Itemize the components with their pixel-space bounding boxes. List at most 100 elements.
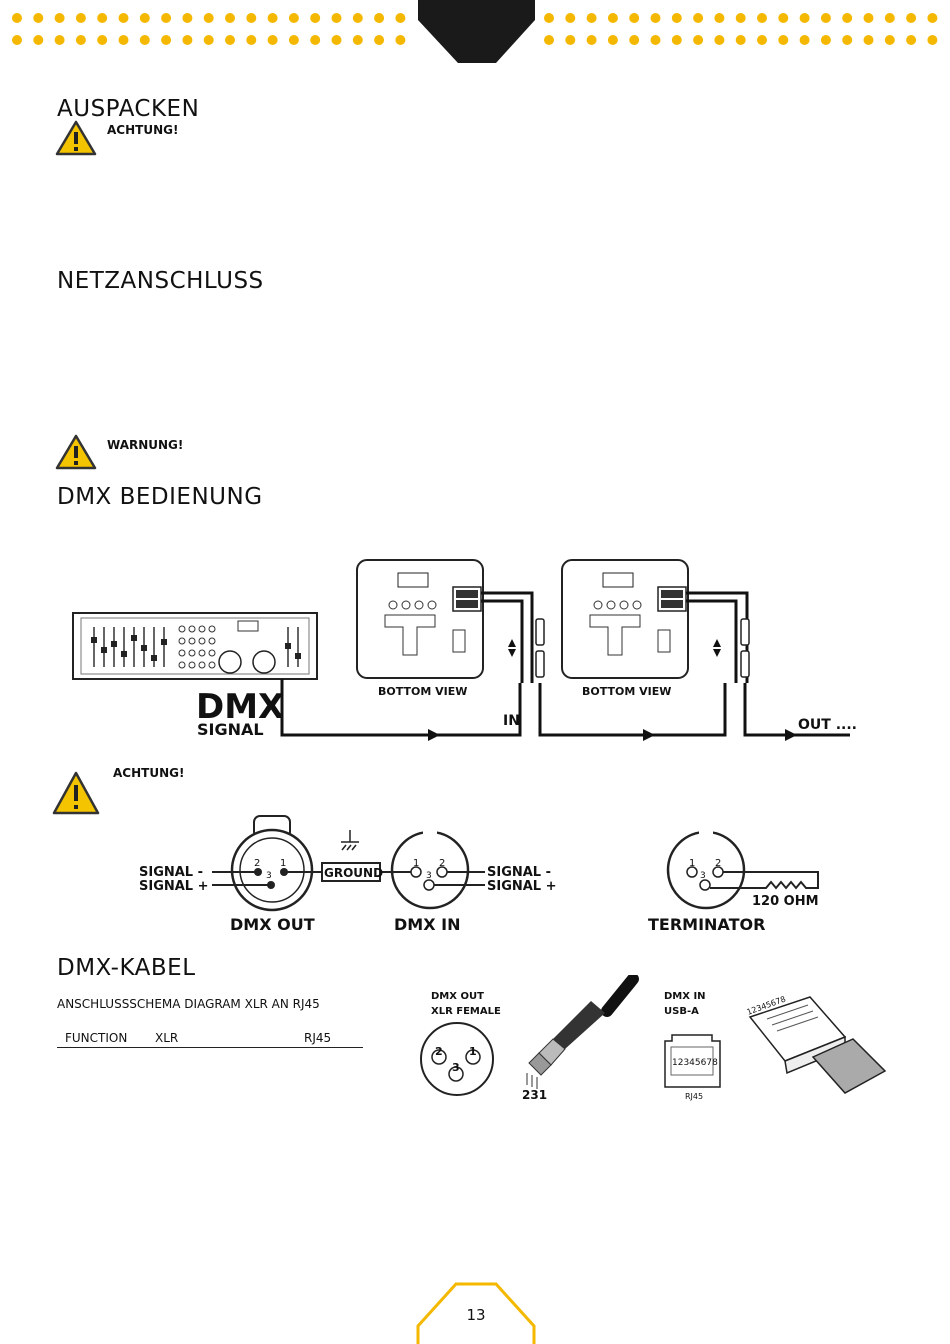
decorative-dot bbox=[671, 35, 682, 45]
fixture-illustration-1 bbox=[356, 559, 484, 679]
decorative-dot bbox=[884, 35, 895, 45]
warning-label-dmx: ACHTUNG! bbox=[113, 766, 185, 780]
decorative-dot bbox=[693, 13, 704, 23]
table-header-xlr: XLR bbox=[155, 1031, 179, 1045]
decorative-dot bbox=[714, 13, 725, 23]
signal-plus-right-label: SIGNAL + bbox=[487, 879, 557, 894]
table-header-rj45: RJ45 bbox=[304, 1031, 332, 1045]
pin-2-label: 2 bbox=[254, 858, 260, 869]
warning-label-power: WARNUNG! bbox=[107, 438, 184, 452]
table-header-function: FUNCTION bbox=[65, 1031, 128, 1045]
decorative-dot bbox=[820, 35, 831, 45]
decorative-dot bbox=[225, 13, 235, 23]
warning-label-unpack: ACHTUNG! bbox=[107, 123, 179, 137]
decorative-dot bbox=[54, 35, 65, 45]
xlr-pin-2: 2 bbox=[435, 1045, 443, 1058]
page-number-badge bbox=[416, 1282, 536, 1344]
section-title-unpack: AUSPACKEN bbox=[57, 96, 200, 122]
decorative-dot bbox=[203, 35, 214, 45]
dmx-controller-illustration bbox=[72, 612, 318, 680]
section-title-cable: DMX-KABEL bbox=[57, 955, 196, 981]
rj45-label: RJ45 bbox=[685, 1092, 703, 1101]
decorative-dot bbox=[118, 35, 129, 45]
decorative-dot bbox=[842, 35, 853, 45]
decorative-dot bbox=[884, 13, 895, 23]
xlr-pin-1: 1 bbox=[469, 1045, 477, 1058]
decorative-dot bbox=[607, 35, 618, 45]
rj45-pin-numbers: 12345678 bbox=[672, 1058, 718, 1068]
rj45-plug-illustration bbox=[748, 996, 887, 1094]
fixture-illustration-2 bbox=[561, 559, 689, 679]
dmx-in-caption: DMX IN bbox=[664, 991, 706, 1002]
top-dot-banner bbox=[12, 0, 938, 63]
pin-table-header: FUNCTION XLR RJ45 bbox=[57, 1031, 363, 1048]
header-tab-shape bbox=[418, 0, 535, 63]
decorative-dot bbox=[225, 35, 235, 45]
decorative-dot bbox=[374, 13, 385, 23]
decorative-dot bbox=[863, 35, 874, 45]
decorative-dot bbox=[75, 13, 86, 23]
decorative-dot bbox=[395, 35, 406, 45]
xlr-pin-3: 3 bbox=[452, 1061, 460, 1074]
decorative-dot bbox=[586, 13, 597, 23]
decorative-dot bbox=[161, 13, 172, 23]
decorative-dot bbox=[565, 35, 576, 45]
bottom-view-label-2: BOTTOM VIEW bbox=[582, 685, 671, 698]
decorative-dot bbox=[267, 13, 278, 23]
rj45-socket bbox=[664, 1034, 721, 1088]
in-label: IN bbox=[503, 713, 520, 729]
warning-icon bbox=[52, 771, 100, 815]
decorative-dot bbox=[629, 13, 640, 23]
decorative-dot bbox=[33, 35, 44, 45]
xlr-plug-pin-labels: 231 bbox=[522, 1088, 547, 1102]
decorative-dot bbox=[246, 13, 257, 23]
dmx-chain-diagram: DMX SIGNAL BOTTOM VIEW BOTTOM VIEW IN OU… bbox=[72, 559, 857, 741]
ground-label: GROUND bbox=[324, 866, 383, 880]
decorative-dot bbox=[395, 13, 406, 23]
decorative-dot bbox=[842, 13, 853, 23]
pin-2-label: 2 bbox=[439, 858, 445, 869]
decorative-dot bbox=[139, 13, 150, 23]
signal-minus-right-label: SIGNAL - bbox=[487, 865, 551, 880]
decorative-dot bbox=[906, 13, 917, 23]
pin-1-label: 1 bbox=[689, 858, 695, 869]
warning-icon bbox=[55, 120, 97, 156]
xlr-female-caption: XLR FEMALE bbox=[431, 1006, 501, 1017]
decorative-dot bbox=[565, 13, 576, 23]
dmx-in-connector bbox=[390, 830, 470, 910]
decorative-dot bbox=[352, 35, 363, 45]
decorative-dot bbox=[352, 13, 363, 23]
xlr-plug-illustration bbox=[526, 975, 639, 1089]
decorative-dot bbox=[182, 35, 193, 45]
decorative-dot bbox=[650, 13, 661, 23]
decorative-dot bbox=[799, 35, 810, 45]
pin-2-label: 2 bbox=[715, 858, 721, 869]
cable-connector-diagram: DMX OUT XLR FEMALE 2 1 3 231 DMX IN USB-… bbox=[420, 975, 887, 1102]
ground-symbol bbox=[341, 830, 359, 851]
decorative-dot bbox=[203, 13, 214, 23]
decorative-dot bbox=[182, 13, 193, 23]
decorative-dot bbox=[650, 35, 661, 45]
dmx-out-connector bbox=[230, 815, 314, 912]
decorative-dot bbox=[927, 35, 938, 45]
decorative-dot bbox=[267, 35, 278, 45]
terminator-label: TERMINATOR bbox=[648, 915, 765, 934]
decorative-dot bbox=[778, 13, 789, 23]
decorative-dot bbox=[735, 35, 746, 45]
decorative-dot bbox=[671, 13, 682, 23]
section-title-power: NETZANSCHLUSS bbox=[57, 268, 264, 294]
decorative-dot bbox=[97, 35, 108, 45]
pin-1-label: 1 bbox=[413, 858, 419, 869]
ohm-label: 120 OHM bbox=[752, 894, 819, 909]
decorative-dot bbox=[820, 13, 831, 23]
dmx-big-label: DMX bbox=[196, 687, 284, 727]
xlr-pinout-diagram: 2 1 3 1 2 3 1 2 3 SIGNAL - S bbox=[139, 815, 819, 934]
decorative-dot bbox=[33, 13, 44, 23]
decorative-dot bbox=[586, 35, 597, 45]
page-number: 13 bbox=[466, 1306, 486, 1324]
decorative-dot bbox=[863, 13, 874, 23]
decorative-dot bbox=[799, 13, 810, 23]
dmx-out-caption: DMX OUT bbox=[431, 991, 484, 1002]
decorative-dot bbox=[735, 13, 746, 23]
bottom-view-label-1: BOTTOM VIEW bbox=[378, 685, 467, 698]
